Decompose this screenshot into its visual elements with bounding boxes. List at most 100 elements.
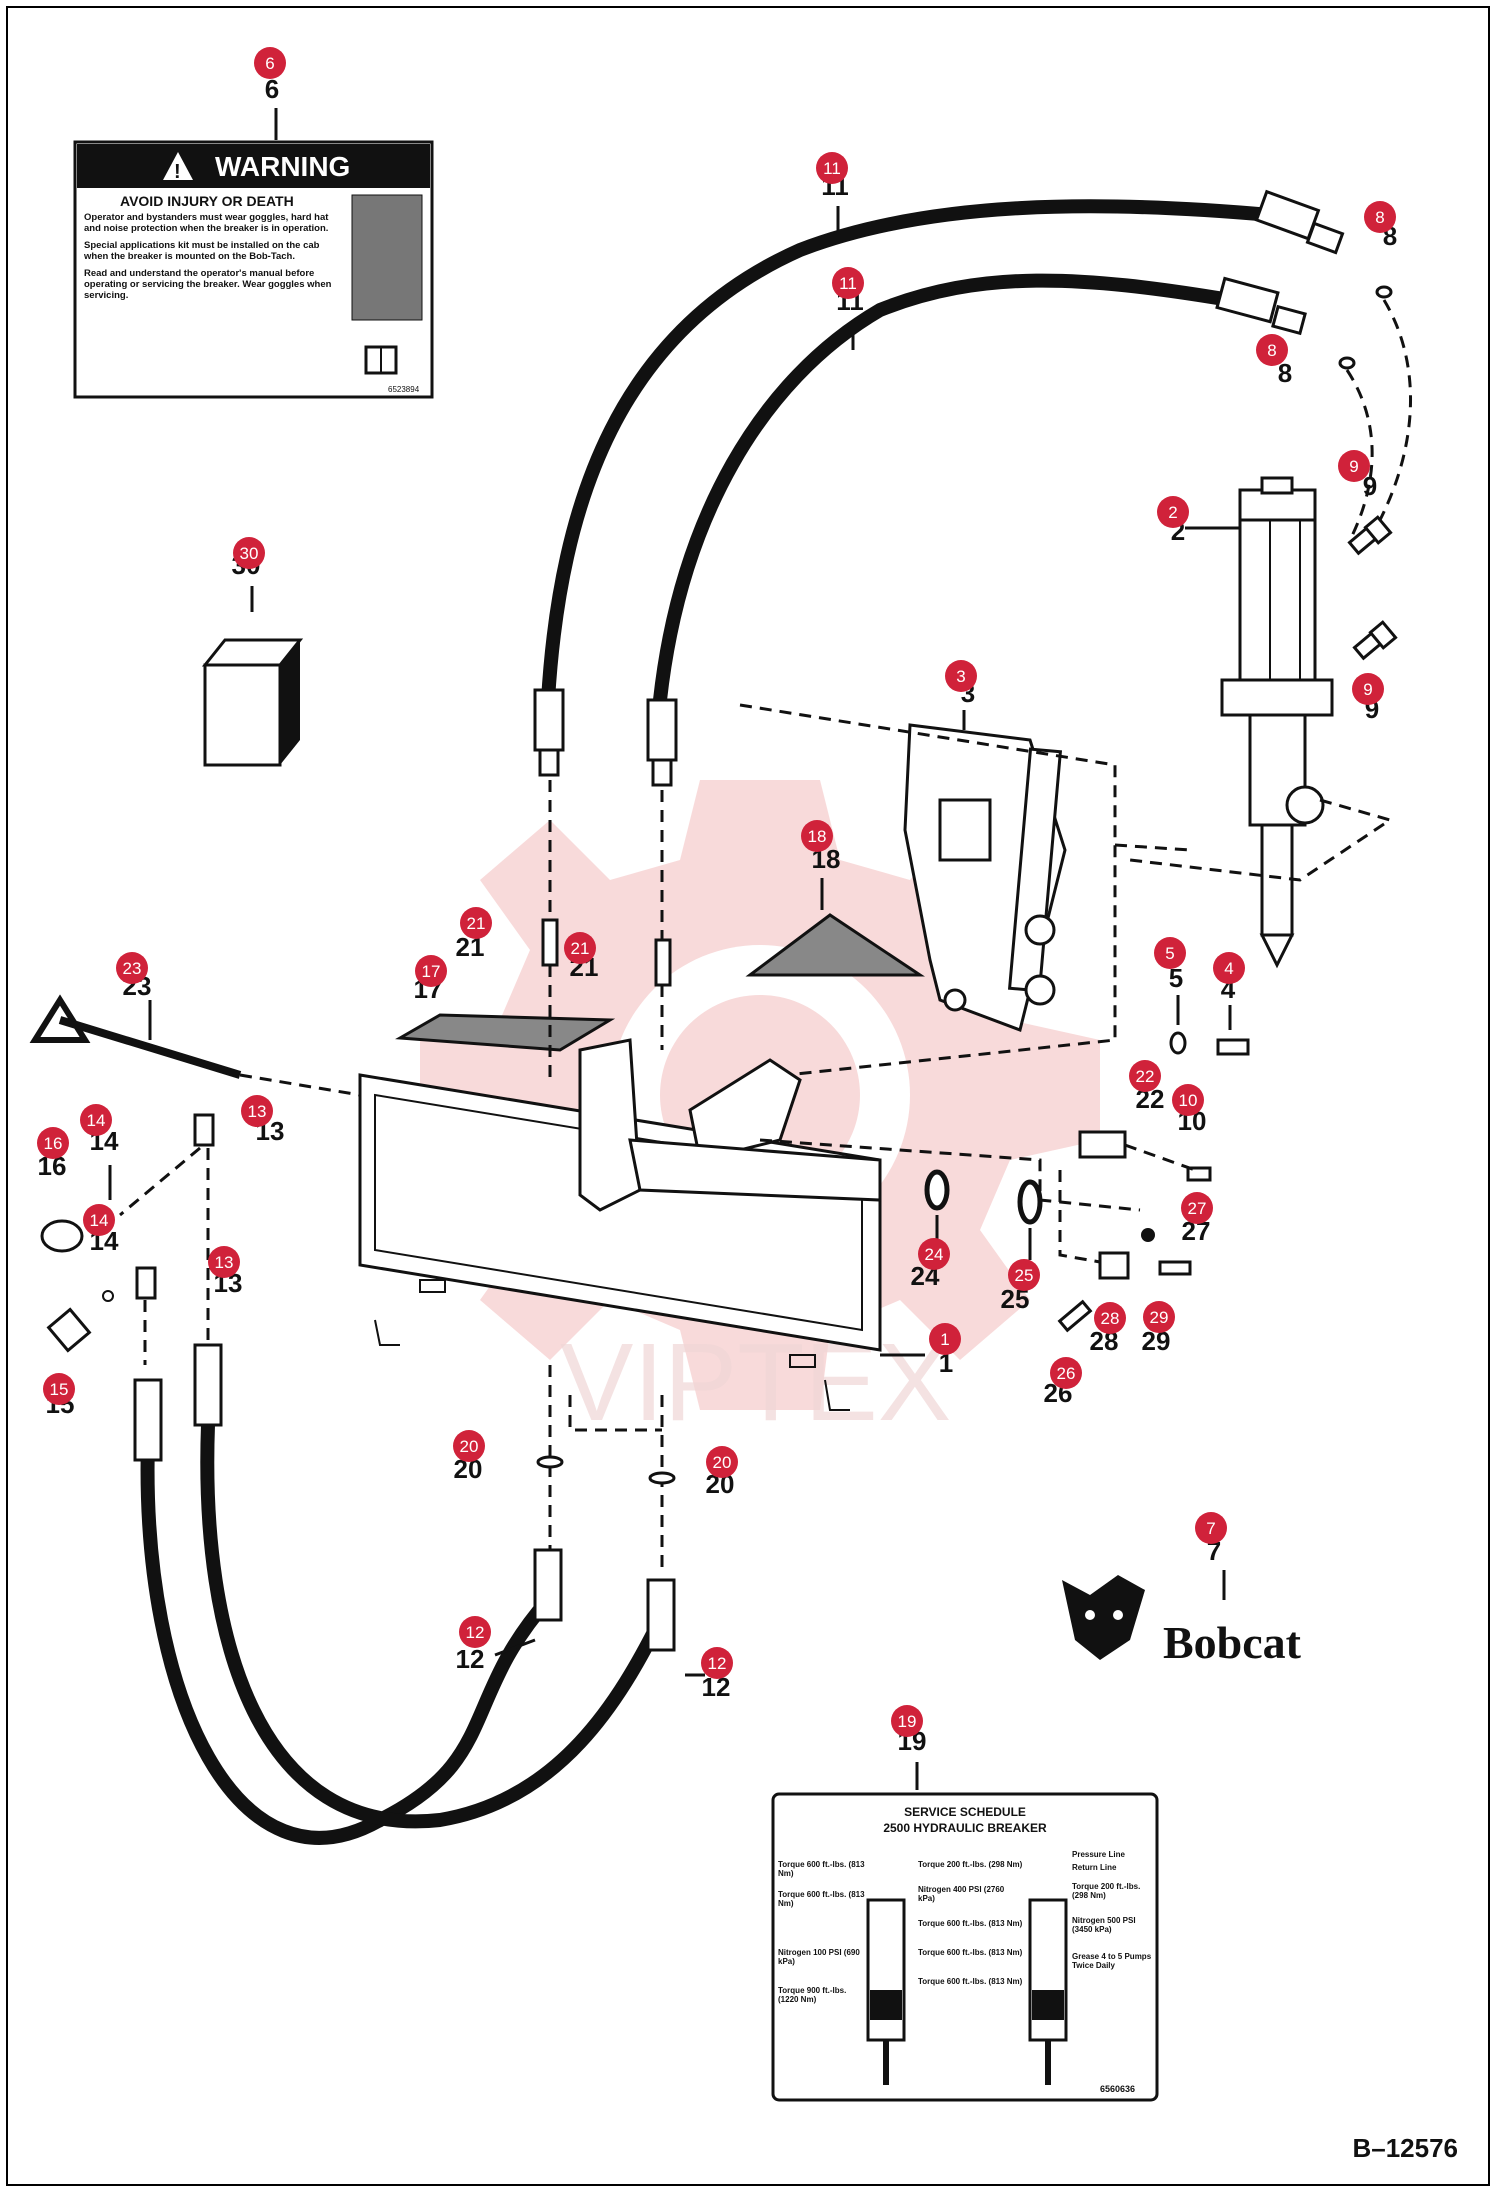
service-note: Nitrogen 100 PSI (690 kPa) (778, 1948, 860, 1966)
callout-badge[interactable]: 8 (1256, 334, 1288, 366)
callout-circle[interactable] (701, 1647, 733, 1679)
callout-circle[interactable] (1050, 1357, 1082, 1389)
callout-circle[interactable] (80, 1104, 112, 1136)
callout-circle[interactable] (564, 932, 596, 964)
hydraulic-breaker (1220, 476, 1334, 969)
callout-circle[interactable] (1008, 1259, 1040, 1291)
callout-badge[interactable]: 23 (116, 952, 148, 984)
callout-badge[interactable]: 9 (1338, 450, 1370, 482)
callout-badge[interactable]: 24 (918, 1238, 950, 1270)
callout-circle[interactable] (816, 152, 848, 184)
callout-circle[interactable] (208, 1246, 240, 1278)
callout-circle[interactable] (1181, 1192, 1213, 1224)
callout-badge[interactable]: 27 (1181, 1192, 1213, 1224)
callout-circle[interactable] (37, 1127, 69, 1159)
callout-circle[interactable] (706, 1446, 738, 1478)
callout-circle[interactable] (1172, 1084, 1204, 1116)
callout-circle[interactable] (1157, 496, 1189, 528)
callout-circle[interactable] (1154, 937, 1186, 969)
callout-number: 21 (571, 939, 590, 958)
callout-badge[interactable]: 16 (37, 1127, 69, 1159)
part-number-label: 12 (456, 1644, 485, 1674)
callout-circle[interactable] (43, 1373, 75, 1405)
main-frame (358, 1038, 882, 1411)
callout-number: 16 (44, 1134, 63, 1153)
callout-circle[interactable] (1338, 450, 1370, 482)
callout-badge[interactable]: 2 (1157, 496, 1189, 528)
callout-badge[interactable]: 7 (1195, 1512, 1227, 1544)
warning-part-no: 6523894 (388, 385, 420, 394)
callout-circle[interactable] (1364, 201, 1396, 233)
callout-badge[interactable]: 1 (929, 1323, 961, 1355)
service-note: Pressure Line (1072, 1850, 1125, 1859)
callout-badge[interactable]: 21 (460, 907, 492, 939)
callout-circle[interactable] (1352, 673, 1384, 705)
callout-badge[interactable]: 20 (453, 1430, 485, 1462)
pin-22 (1078, 1130, 1127, 1159)
block-28 (1098, 1251, 1130, 1280)
callout-circle[interactable] (918, 1238, 950, 1270)
callout-badge[interactable]: 17 (415, 955, 447, 987)
callout-number: 11 (823, 159, 841, 178)
callout-circle[interactable] (801, 820, 833, 852)
callout-circle[interactable] (1256, 334, 1288, 366)
callout-badge[interactable]: 13 (208, 1246, 240, 1278)
fitting-21-left (541, 918, 559, 967)
callout-circle[interactable] (83, 1204, 115, 1236)
callout-circle[interactable] (459, 1616, 491, 1648)
callout-circle[interactable] (116, 952, 148, 984)
callout-badge[interactable]: 9 (1352, 673, 1384, 705)
callout-badge[interactable]: 20 (706, 1446, 738, 1478)
callout-circle[interactable] (460, 907, 492, 939)
service-note: Torque 600 ft.-lbs. (813 Nm) (778, 1890, 865, 1908)
callout-badge[interactable]: 12 (459, 1616, 491, 1648)
callout-badge[interactable]: 18 (801, 820, 833, 852)
callout-badge[interactable]: 13 (241, 1095, 273, 1127)
callout-badge[interactable]: 4 (1213, 952, 1245, 984)
callout-badge[interactable]: 14 (83, 1204, 115, 1236)
callout-badge[interactable]: 15 (43, 1373, 75, 1405)
service-note: Torque 600 ft.-lbs. (813 Nm) (778, 1860, 865, 1878)
callout-badge[interactable]: 6 (254, 47, 286, 79)
callout-badge[interactable]: 28 (1094, 1302, 1126, 1334)
callout-number: 3 (956, 667, 965, 686)
callout-circle[interactable] (832, 267, 864, 299)
callout-circle[interactable] (1143, 1301, 1175, 1333)
callout-circle[interactable] (1195, 1512, 1227, 1544)
callout-badge[interactable]: 26 (1050, 1357, 1082, 1389)
callout-circle[interactable] (1094, 1302, 1126, 1334)
callout-circle[interactable] (1129, 1060, 1161, 1092)
callout-number: 26 (1057, 1364, 1076, 1383)
callout-circle[interactable] (1213, 952, 1245, 984)
callout-circle[interactable] (241, 1095, 273, 1127)
callout-badge[interactable]: 29 (1143, 1301, 1175, 1333)
callout-badge[interactable]: 25 (1008, 1259, 1040, 1291)
callout-badge[interactable]: 14 (80, 1104, 112, 1136)
callout-circle[interactable] (254, 47, 286, 79)
callout-circle[interactable] (929, 1323, 961, 1355)
bobcat-wordmark: Bobcat (1163, 1617, 1302, 1668)
callout-circle[interactable] (233, 537, 265, 569)
part-number-label: 5 (1169, 963, 1183, 993)
callout-circle[interactable] (415, 955, 447, 987)
callout-badge[interactable]: 11 (832, 267, 864, 299)
callout-circle[interactable] (945, 660, 977, 692)
callout-circle[interactable] (891, 1705, 923, 1737)
callout-badge[interactable]: 10 (1172, 1084, 1204, 1116)
fitting-16 (40, 1219, 84, 1253)
callout-circle[interactable] (453, 1430, 485, 1462)
callout-badge[interactable]: 21 (564, 932, 596, 964)
callout-badge[interactable]: 11 (816, 152, 848, 184)
callout-number: 9 (1349, 457, 1358, 476)
callout-badge[interactable]: 5 (1154, 937, 1186, 969)
callout-badge[interactable]: 8 (1364, 201, 1396, 233)
callout-badge[interactable]: 3 (945, 660, 977, 692)
warning-decal: ! WARNING AVOID INJURY OR DEATH Operator… (73, 140, 434, 399)
callout-badge[interactable]: 22 (1129, 1060, 1161, 1092)
part-number-label: 9 (1363, 471, 1377, 501)
warning-bullet: Operator and bystanders must wear goggle… (84, 212, 329, 234)
callout-badge[interactable]: 19 (891, 1705, 923, 1737)
callout-badge[interactable]: 30 (233, 537, 265, 569)
callout-badge[interactable]: 12 (701, 1647, 733, 1679)
